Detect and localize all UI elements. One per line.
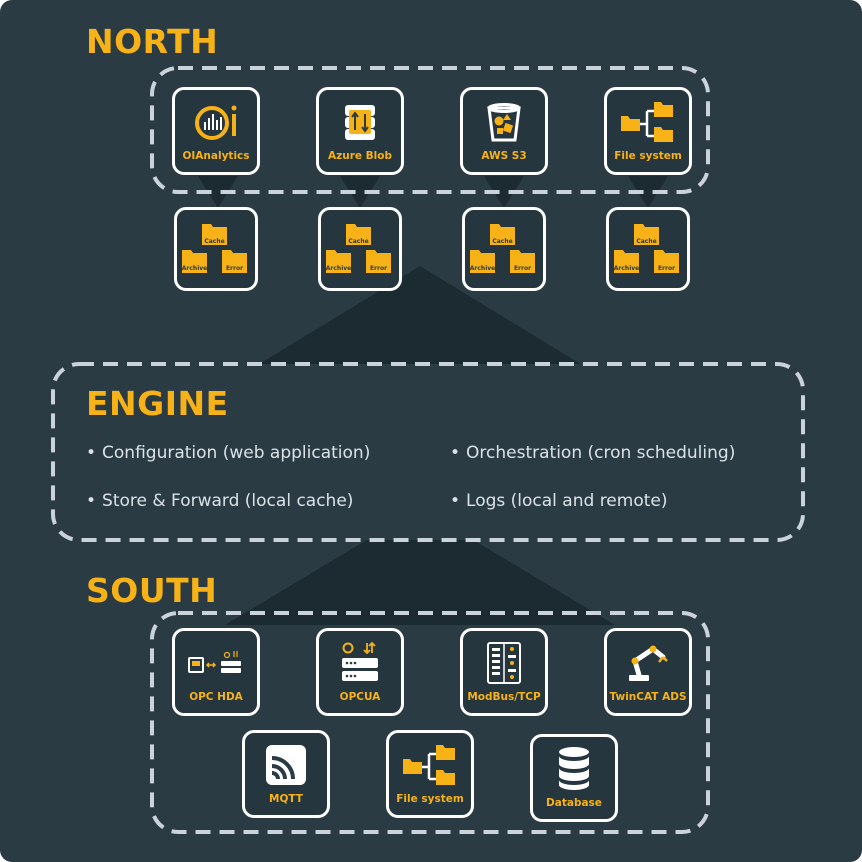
archive-folder-label: Archive [326,265,351,272]
bullet-dot: • [86,443,97,463]
connector-label: OPC HDA [189,691,243,703]
archive-folder-label: Archive [182,265,207,272]
file-tree-icon [403,745,455,785]
feature-text: Orchestration (cron scheduling) [466,443,736,463]
cache-folders-icon: Cache Archive Error [470,224,535,273]
oianalytics-logo-icon [195,105,237,140]
engine-feature-store-forward: •Store & Forward (local cache) [86,491,353,511]
cache-folders-icon: Cache Archive Error [182,224,247,273]
south-connector-opc-hda[interactable]: OPC HDA [172,628,260,716]
connector-label: OPCUA [339,691,381,703]
error-folder-label: Error [370,265,387,272]
engine-feature-orchestration: •Orchestration (cron scheduling) [450,443,735,463]
north-connector-azure-blob[interactable]: Azure Blob [316,87,404,175]
cache-folder-label: Cache [636,238,656,245]
north-title: NORTH [86,22,219,61]
south-connector-modbus-tcp[interactable]: ModBus/TCP [460,628,548,716]
north-connector-beam-1 [198,176,238,208]
bullet-dot: • [450,491,461,511]
archive-folder-label: Archive [614,265,639,272]
cache-folders-icon: Cache Archive Error [614,224,679,273]
archive-folder-label: Archive [470,265,495,272]
north-connector-beam-2 [340,176,380,208]
connector-label: ModBus/TCP [467,691,541,703]
connector-label: Database [546,797,602,809]
cache-folder-label: Cache [492,238,512,245]
engine-feature-configuration: •Configuration (web application) [86,443,370,463]
north-connector-oianalytics[interactable]: OIAnalytics [172,87,260,175]
south-title: SOUTH [86,571,218,610]
feature-text: Logs (local and remote) [466,491,668,511]
error-folder-label: Error [226,265,243,272]
connector-label: TwinCAT ADS [609,691,687,703]
connector-label: MQTT [269,793,303,805]
north-cache-tile-3: Cache Archive Error [462,207,546,291]
south-connector-file-system[interactable]: File system [386,730,474,818]
aws-s3-bucket-icon [487,103,521,142]
north-engine-funnel [225,266,615,385]
database-icon [559,747,589,790]
cache-folders-icon: Cache Archive Error [326,224,391,273]
connector-label: AWS S3 [481,150,527,162]
north-cache-tile-1: Cache Archive Error [174,207,258,291]
error-folder-label: Error [514,265,531,272]
error-folder-label: Error [658,265,675,272]
azure-blob-icon [345,105,375,140]
engine-group-border [51,362,805,542]
north-cache-tile-2: Cache Archive Error [318,207,402,291]
cache-folder-label: Cache [204,238,224,245]
south-connector-opcua[interactable]: OPCUA [316,628,404,716]
connector-label: File system [614,150,682,162]
south-connector-database[interactable]: Database [530,734,618,822]
south-connector-twincat-ads[interactable]: TwinCAT ADS [604,628,692,716]
connector-label: File system [396,793,464,805]
file-tree-icon [621,102,673,142]
bullet-dot: • [450,443,461,463]
mqtt-signal-icon [266,745,306,785]
modbus-rack-icon [487,642,521,684]
north-connector-beam-3 [484,176,524,208]
bullet-dot: • [86,491,97,511]
feature-text: Configuration (web application) [102,443,371,463]
feature-text: Store & Forward (local cache) [102,491,354,511]
opcua-server-icon [342,641,378,681]
north-connector-aws-s3[interactable]: AWS S3 [460,87,548,175]
north-connector-beam-4 [628,176,668,208]
south-connector-mqtt[interactable]: MQTT [242,730,330,818]
opc-hda-icon [188,651,241,673]
robot-arm-icon [629,645,668,681]
engine-south-funnel [225,508,615,625]
cache-folder-label: Cache [348,238,368,245]
connector-label: OIAnalytics [182,150,250,162]
north-connector-file-system[interactable]: File system [604,87,692,175]
connector-label: Azure Blob [328,150,392,162]
engine-title: ENGINE [86,384,229,423]
north-group-border [150,66,710,194]
engine-feature-logs: •Logs (local and remote) [450,491,667,511]
south-group-border [150,611,710,834]
north-cache-tile-4: Cache Archive Error [606,207,690,291]
